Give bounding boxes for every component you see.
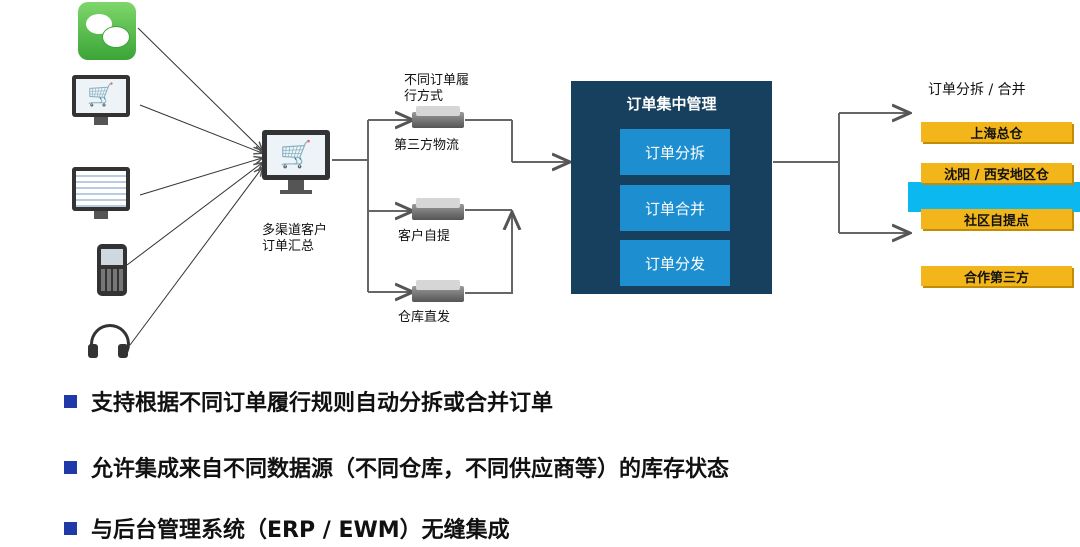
- bullet-square-icon: [64, 521, 77, 535]
- split-order-button[interactable]: 订单分拆: [620, 129, 730, 175]
- hub-monitor-cart-icon: 🛒: [262, 130, 334, 202]
- destinations-header: 订单分拆 / 合并: [928, 82, 1026, 98]
- box-icon: [412, 280, 464, 304]
- bullet-text: 与后台管理系统（ERP / EWM）无缝集成: [91, 518, 510, 543]
- box-icon: [412, 106, 464, 130]
- destination-item[interactable]: 沈阳 / 西安地区仓: [921, 163, 1072, 183]
- bullet-item: 允许集成来自不同数据源（不同仓库，不同供应商等）的库存状态: [64, 451, 729, 483]
- wechat-icon: [78, 2, 136, 60]
- bullet-item: 支持根据不同订单履行规则自动分拆或合并订单: [64, 385, 553, 417]
- order-management-panel: 订单集中管理 订单分拆 订单合并 订单分发: [571, 81, 772, 294]
- fulfillment-header-line2: 行方式: [404, 89, 444, 104]
- destination-item[interactable]: 合作第三方: [921, 266, 1072, 286]
- headset-icon: [86, 322, 130, 366]
- monitor-cart-icon: 🛒: [72, 75, 134, 127]
- hub-label-line2: 订单汇总: [262, 239, 315, 254]
- panel-title: 订单集中管理: [626, 95, 717, 113]
- bullet-square-icon: [64, 394, 77, 408]
- bullet-item: 与后台管理系统（ERP / EWM）无缝集成: [64, 512, 510, 544]
- fulfillment-option-label: 客户自提: [398, 229, 451, 244]
- phone-icon: [97, 244, 127, 296]
- fulfillment-option-label: 仓库直发: [398, 310, 451, 325]
- hub-label-line1: 多渠道客户: [262, 223, 328, 238]
- destination-item[interactable]: 上海总仓: [921, 122, 1072, 142]
- fulfillment-header-line1: 不同订单履: [404, 73, 470, 88]
- fulfillment-option-label: 第三方物流: [394, 138, 460, 153]
- bullet-text: 允许集成来自不同数据源（不同仓库，不同供应商等）的库存状态: [91, 457, 730, 482]
- dispatch-order-button[interactable]: 订单分发: [620, 240, 730, 286]
- box-icon: [412, 198, 464, 222]
- bullet-square-icon: [64, 460, 77, 474]
- fulfillment-header: 不同订单履 行方式: [404, 73, 469, 105]
- bullet-text: 支持根据不同订单履行规则自动分拆或合并订单: [91, 391, 554, 416]
- merge-order-button[interactable]: 订单合并: [620, 185, 730, 231]
- destination-item[interactable]: 社区自提点: [921, 209, 1072, 229]
- monitor-webpage-icon: [72, 167, 134, 223]
- hub-label: 多渠道客户 订单汇总: [262, 223, 327, 255]
- highlight-strip: [908, 182, 1080, 212]
